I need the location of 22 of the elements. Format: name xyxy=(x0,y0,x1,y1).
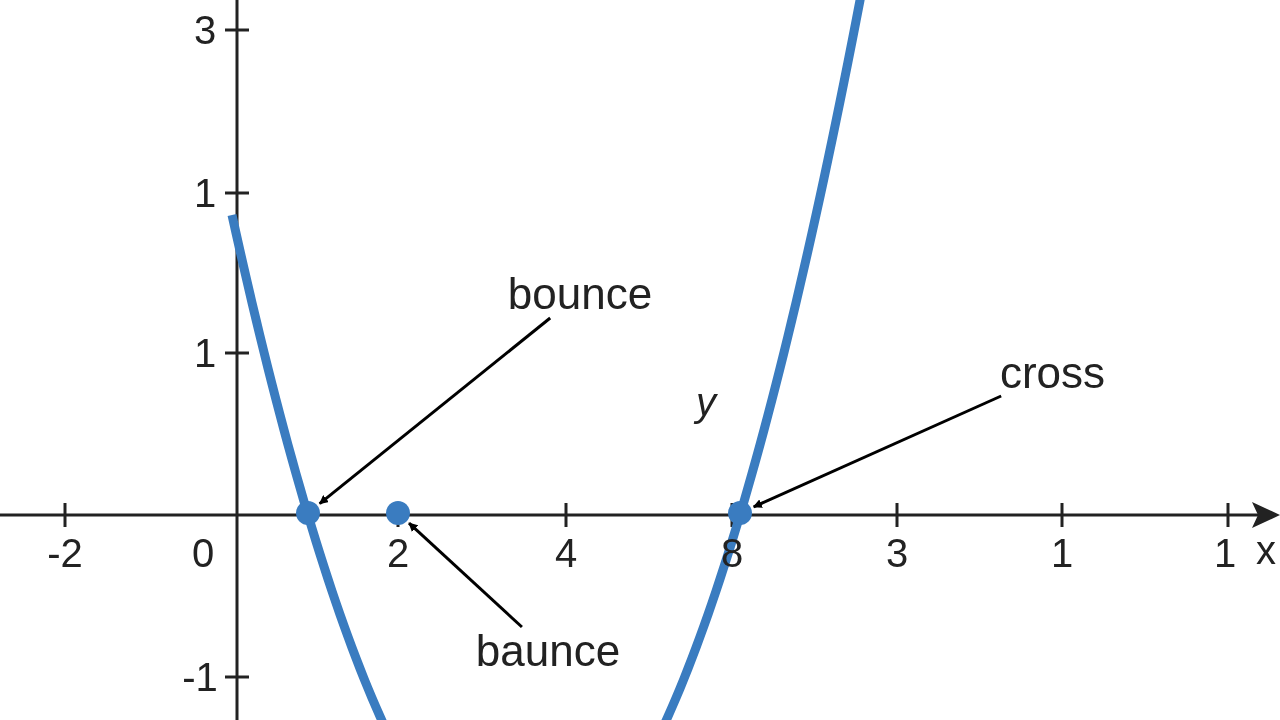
intercept-point xyxy=(728,501,752,525)
intercept-point xyxy=(386,501,410,525)
y-tick-label: 1 xyxy=(193,333,217,373)
leader-arrow xyxy=(752,394,1002,509)
leader-arrow xyxy=(318,316,552,505)
x-tick-label: 4 xyxy=(554,533,578,573)
annotation-text: baunce xyxy=(458,627,638,675)
x-tick-label: 1 xyxy=(1213,533,1237,573)
x-tick-label: 0 xyxy=(191,533,215,573)
y-tick-label: -1 xyxy=(182,657,218,697)
y-tick-label: 1 xyxy=(193,173,217,213)
x-tick-label: 1 xyxy=(1050,533,1074,573)
annotation-text: cross xyxy=(985,350,1120,396)
x-tick-label: -2 xyxy=(47,533,83,573)
x-tick-label: 3 xyxy=(885,533,909,573)
axis-label: x xyxy=(1256,530,1276,570)
axis-label: y xyxy=(696,382,716,422)
y-tick-label: 3 xyxy=(193,10,217,50)
leader-arrow xyxy=(408,522,523,629)
x-tick-label: 2 xyxy=(386,533,410,573)
annotation-text: bounce xyxy=(490,270,670,318)
intercept-point xyxy=(296,501,320,525)
